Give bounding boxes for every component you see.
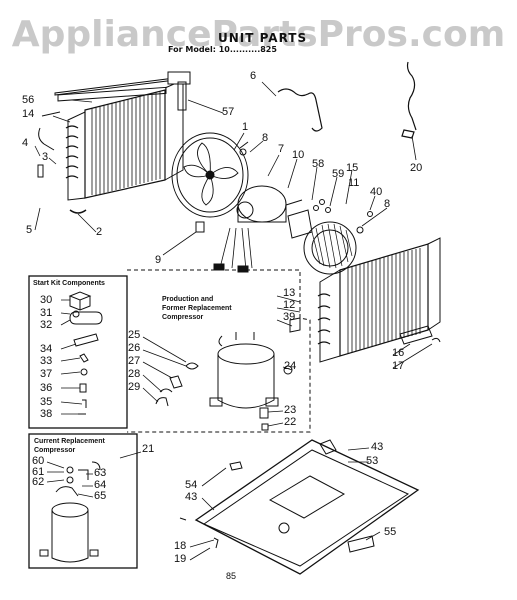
callout-36: 36 <box>40 382 53 394</box>
callout-21: 21 <box>142 443 155 455</box>
callout-54: 54 <box>185 479 198 491</box>
callout-23: 23 <box>284 404 297 416</box>
condenser-coil <box>37 71 191 214</box>
callout-32: 32 <box>40 319 53 331</box>
callout-31: 31 <box>40 307 53 319</box>
callout-14: 14 <box>22 108 35 120</box>
blower-wheel <box>287 209 357 275</box>
callout-16: 16 <box>392 347 405 359</box>
callout-33: 33 <box>40 355 53 367</box>
base-pan <box>179 439 420 575</box>
current-compressor-box <box>28 433 138 569</box>
callout-10: 10 <box>292 149 305 161</box>
callout-59: 59 <box>332 168 345 180</box>
model-line: For Model: 10..........825 <box>168 45 277 54</box>
callout-19: 19 <box>174 553 187 565</box>
callout-65: 65 <box>94 490 107 502</box>
callout-64: 64 <box>94 479 107 491</box>
fan-motor <box>213 185 303 273</box>
callout-63: 63 <box>94 467 107 479</box>
start-kit-box <box>28 275 128 429</box>
start-kit-title: Start Kit Components <box>33 280 105 287</box>
callout-39: 39 <box>283 311 296 323</box>
callout-37: 37 <box>40 368 53 380</box>
callout-43b: 43 <box>185 491 198 503</box>
production-compressor <box>155 332 293 431</box>
callout-24: 24 <box>284 360 297 372</box>
spring-parts <box>277 61 417 139</box>
callout-7: 7 <box>278 143 285 155</box>
callout-56: 56 <box>22 94 35 106</box>
callout-22: 22 <box>284 416 297 428</box>
current-title-line1: Current Replacement <box>34 438 105 445</box>
callout-38: 38 <box>40 408 53 420</box>
callout-43: 43 <box>371 441 384 453</box>
callout-2: 2 <box>96 226 103 238</box>
callout-57: 57 <box>222 106 235 118</box>
callout-34: 34 <box>40 343 53 355</box>
callout-55: 55 <box>384 526 397 538</box>
callout-53: 53 <box>366 455 379 467</box>
leader-lines <box>34 81 433 561</box>
callout-8: 8 <box>262 132 269 144</box>
callout-15: 15 <box>346 162 359 174</box>
callout-20: 20 <box>410 162 423 174</box>
callout-60: 60 <box>32 455 45 467</box>
callout-28: 28 <box>128 368 141 380</box>
hardware-fasteners <box>239 148 373 234</box>
callout-62: 62 <box>32 476 45 488</box>
callout-11: 11 <box>348 177 360 189</box>
callout-5: 5 <box>26 224 33 236</box>
compressor-area-outline <box>127 269 311 433</box>
callout-27: 27 <box>128 355 141 367</box>
callout-26: 26 <box>128 342 141 354</box>
evaporator-coil <box>289 237 441 363</box>
page-number: 85 <box>226 571 237 581</box>
diagram-title: UNIT PARTS <box>218 31 308 45</box>
callout-61: 61 <box>32 466 45 478</box>
fan-shroud <box>171 132 249 233</box>
callout-30: 30 <box>40 294 53 306</box>
callout-17: 17 <box>392 360 405 372</box>
callout-58: 58 <box>312 158 325 170</box>
current-title-line2: Compressor <box>34 447 76 454</box>
callout-6: 6 <box>250 70 257 82</box>
callout-8b: 8 <box>384 198 391 210</box>
production-title-line1: Production and <box>162 296 214 303</box>
callout-13: 13 <box>283 287 296 299</box>
production-title-line2: Former Replacement <box>162 305 232 312</box>
callout-1: 1 <box>242 121 249 133</box>
callout-18: 18 <box>174 540 187 552</box>
callout-25: 25 <box>128 329 141 341</box>
callout-40: 40 <box>370 186 383 198</box>
production-title-line3: Compressor <box>162 314 204 321</box>
callout-29: 29 <box>128 381 141 393</box>
callout-3: 3 <box>42 151 49 163</box>
callout-9: 9 <box>155 254 162 266</box>
callout-4: 4 <box>22 137 29 149</box>
callout-35: 35 <box>40 396 53 408</box>
callout-12: 12 <box>283 299 296 311</box>
